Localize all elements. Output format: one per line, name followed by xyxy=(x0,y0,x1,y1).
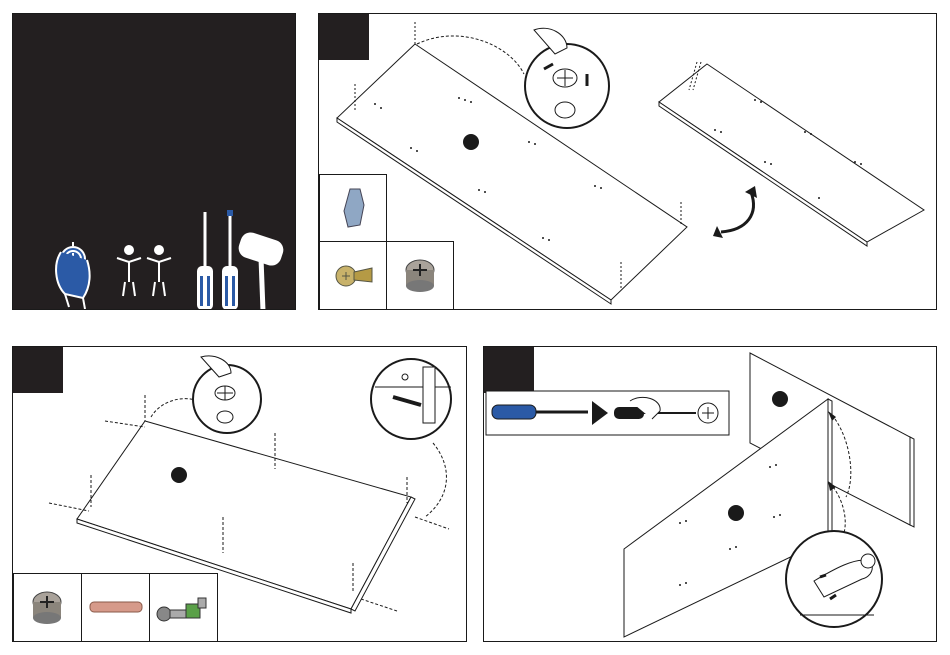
phillips-screwdriver-icon xyxy=(197,212,213,310)
cam-lock-insert-callout xyxy=(193,356,261,433)
mallet-icon xyxy=(236,230,286,310)
part-box-dowel xyxy=(81,573,150,642)
step-panel-c xyxy=(483,346,937,642)
part-box-connector-bolt xyxy=(149,573,218,642)
part-marker-dot xyxy=(772,391,788,407)
wooden-dowel-icon xyxy=(82,574,148,640)
callout-leader-2 xyxy=(425,443,446,517)
tools-illustration xyxy=(13,14,296,310)
part-marker-dot xyxy=(463,134,479,150)
part-marker-dot-2 xyxy=(728,505,744,521)
dowel-insert-callout xyxy=(371,359,451,439)
part-box-screw xyxy=(319,241,387,310)
part-box-cam-lock xyxy=(386,241,454,310)
rotate-panel-icon xyxy=(721,192,753,232)
stopwatch-hand-icon xyxy=(56,242,90,309)
board-panel-2 xyxy=(659,64,924,246)
screw-icon xyxy=(320,242,386,308)
step-c-illustration xyxy=(484,347,937,642)
screwdriver-turn-callout xyxy=(486,391,729,435)
hand-align-callout xyxy=(786,531,882,627)
tools-panel xyxy=(12,13,296,310)
part-box-cam-lock xyxy=(13,573,82,642)
step-panel-b xyxy=(12,346,467,642)
cam-lock-icon xyxy=(14,574,80,640)
cam-lock-insert-callout xyxy=(525,28,609,128)
cam-lock-icon xyxy=(387,242,453,308)
cam-bolt-icon xyxy=(320,175,386,241)
flathead-screwdriver-icon xyxy=(222,210,238,310)
part-box-cam-bolt xyxy=(319,174,387,242)
step-panel-a xyxy=(318,13,937,310)
connector-bolt-icon xyxy=(150,574,216,640)
part-marker-dot xyxy=(171,467,187,483)
two-people-icon xyxy=(117,246,171,296)
